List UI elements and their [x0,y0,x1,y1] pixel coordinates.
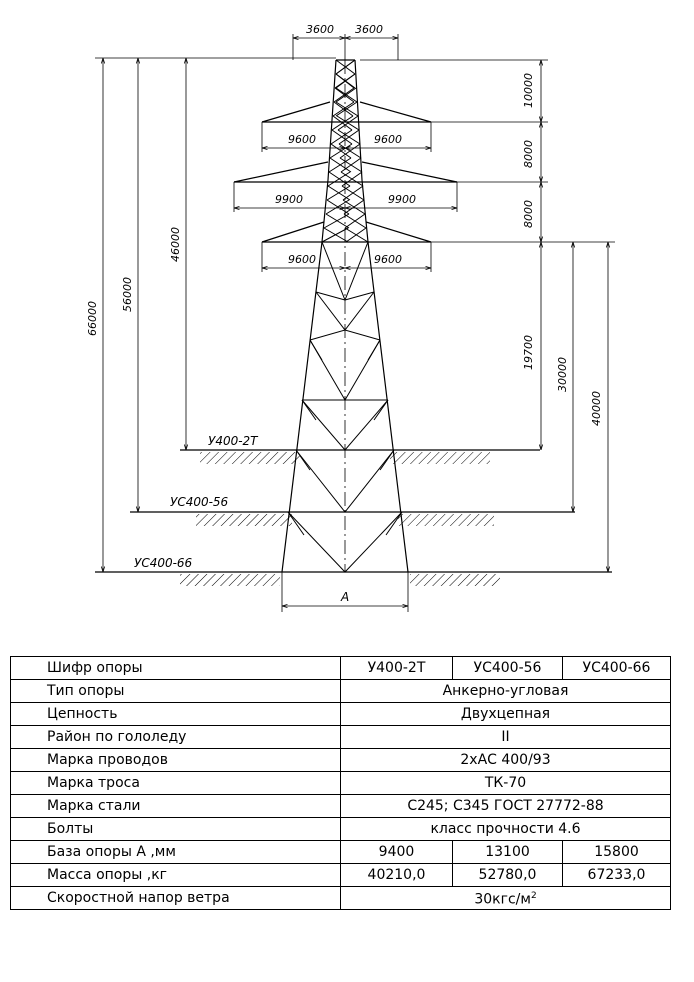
dim-right-h2: 30000 [556,357,569,392]
row-label: Тип опоры [10,679,341,703]
dim-arm3-right: 9600 [374,253,402,266]
dim-segment-1: 10000 [522,73,535,108]
base-label: А [340,590,349,604]
dimension-lines [95,34,615,612]
row-label: Марка проводов [10,748,341,772]
ground-label-1: У400-2Т [208,434,259,448]
dim-segment-2: 8000 [522,140,535,168]
cell-value: УС400-66 [562,656,671,680]
table-row: Район по гололеду II [10,725,671,749]
tower-right-leg [354,59,409,573]
cell-value: II [340,725,671,749]
dim-segment-3: 8000 [522,200,535,228]
cell-value: 40210,0 [340,863,453,887]
tower-drawing: 3600 3600 9600 9600 9900 9900 9600 9600 … [86,23,615,612]
row-label: Масса опоры ,кг [10,863,341,887]
cell-value: ТК-70 [340,771,671,795]
dim-arm1-right: 9600 [374,133,402,146]
dimension-labels: 3600 3600 9600 9600 9900 9900 9600 9600 … [86,23,603,604]
table-row: Шифр опоры У400-2Т УС400-56 УС400-66 [10,656,671,680]
row-label: Скоростной напор ветра [10,886,341,910]
tower-structure [233,59,458,573]
cell-value: Анкерно-угловая [340,679,671,703]
table-row: Скоростной напор ветра 30кгс/м2 [10,886,671,910]
row-label: Цепность [10,702,341,726]
table-row: Цепность Двухцепная [10,702,671,726]
cell-value: С245; С345 ГОСТ 27772-88 [340,794,671,818]
table-row: Тип опоры Анкерно-угловая [10,679,671,703]
ground-levels [95,449,612,586]
wind-pressure-value: 30кгс/м [474,891,531,908]
dim-arm3-left: 9600 [288,253,316,266]
dim-arm1-left: 9600 [288,133,316,146]
dim-left-h3: 46000 [169,227,182,262]
spec-table: Шифр опоры У400-2Т УС400-56 УС400-66 Тип… [10,656,671,910]
table-row: Марка стали С245; С345 ГОСТ 27772-88 [10,794,671,818]
row-label: Район по гололеду [10,725,341,749]
row-label: Болты [10,817,341,841]
cell-value: 30кгс/м2 [340,886,671,910]
row-label: Шифр опоры [10,656,341,680]
cell-value: 67233,0 [562,863,671,887]
dim-arm2-left: 9900 [275,193,303,206]
ground-label-3: УС400-66 [134,556,193,570]
cell-value: 2хАС 400/93 [340,748,671,772]
table-row: Масса опоры ,кг 40210,0 52780,0 67233,0 [10,863,671,887]
cell-value: класс прочности 4.6 [340,817,671,841]
row-label: Марка троса [10,771,341,795]
cell-value: 9400 [340,840,453,864]
cross-arm-1 [261,101,432,123]
cross-arm-2 [233,161,458,183]
row-label: Марка стали [10,794,341,818]
dim-right-h3: 40000 [590,391,603,426]
cross-arm-3 [261,221,432,243]
row-label: База опоры А ,мм [10,840,341,864]
cell-value: УС400-56 [452,656,563,680]
dim-top-left: 3600 [306,23,334,36]
dim-right-h1: 19700 [522,335,535,370]
dim-top-right: 3600 [355,23,383,36]
unit-exponent: 2 [530,891,537,902]
cell-value: У400-2Т [340,656,453,680]
dim-arm2-right: 9900 [388,193,416,206]
ground-label-2: УС400-56 [170,495,229,509]
table-row: Марка проводов 2хАС 400/93 [10,748,671,772]
cell-value: 52780,0 [452,863,563,887]
dim-left-h2: 56000 [121,277,134,312]
cell-value: Двухцепная [340,702,671,726]
table-row: База опоры А ,мм 9400 13100 15800 [10,840,671,864]
dim-left-h1: 66000 [86,301,99,336]
cell-value: 13100 [452,840,563,864]
tower-left-leg [281,59,337,573]
cell-value: 15800 [562,840,671,864]
table-row: Марка троса ТК-70 [10,771,671,795]
table-row: Болты класс прочности 4.6 [10,817,671,841]
